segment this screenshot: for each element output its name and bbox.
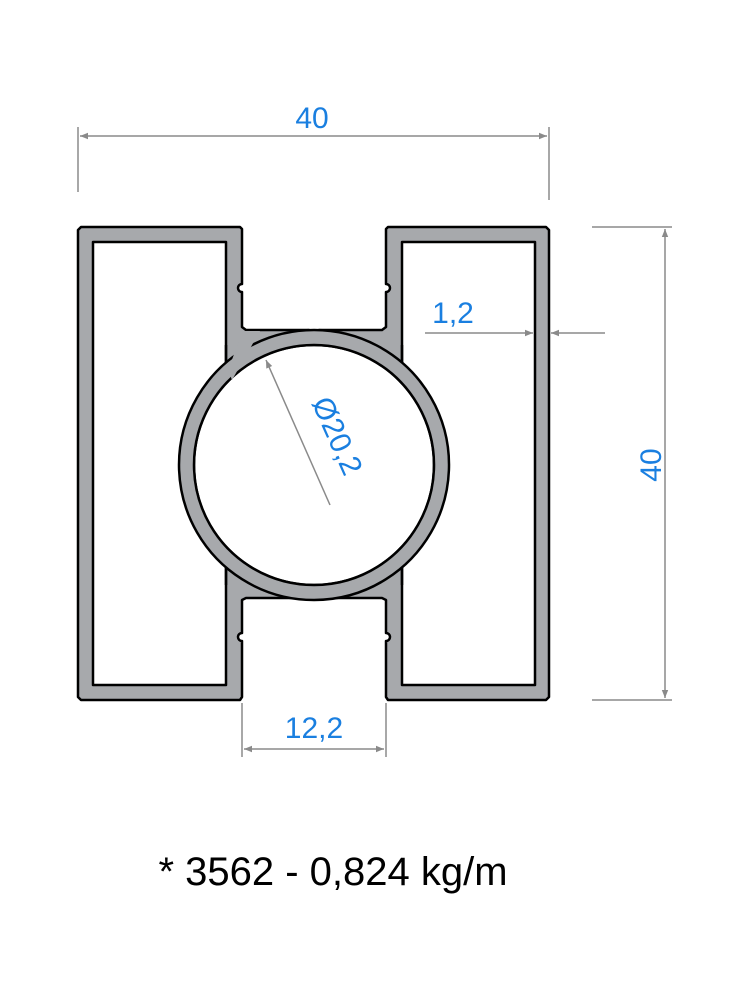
wall-thickness-dimension: 1,2 xyxy=(425,297,605,337)
bore-diameter-leader xyxy=(265,359,331,506)
wall-thickness-label: 1,2 xyxy=(432,297,474,330)
height-dimension: 40 xyxy=(592,226,672,701)
aluminium-profile xyxy=(76,225,551,702)
width-dimension: 40 xyxy=(77,102,550,200)
bore-left-web xyxy=(228,331,260,380)
profile-body xyxy=(76,225,551,702)
bore-wall-shading xyxy=(177,328,451,602)
width-label: 40 xyxy=(295,102,328,135)
profile-caption: * 3562 - 0,824 kg/m xyxy=(158,850,507,894)
height-label: 40 xyxy=(635,448,668,481)
slot-width-dimension: 12,2 xyxy=(241,703,387,757)
center-bore xyxy=(192,343,436,587)
slot-width-label: 12,2 xyxy=(285,712,343,745)
